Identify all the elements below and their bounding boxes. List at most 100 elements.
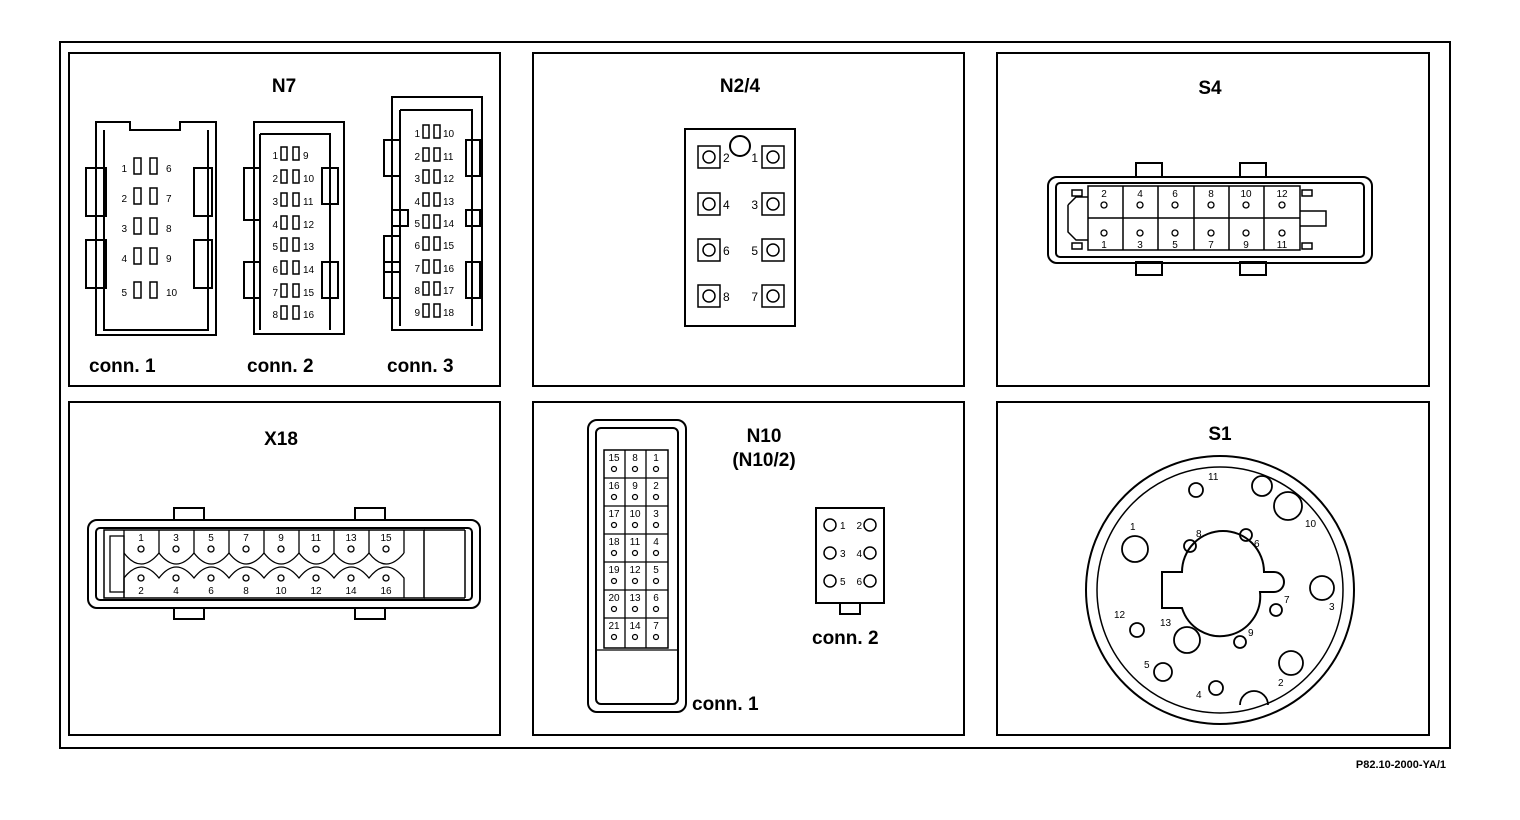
- pin-label: 9: [278, 533, 284, 544]
- pin-label: 4: [856, 549, 862, 560]
- pin-label: 11: [1277, 240, 1288, 251]
- pin-label: 15: [380, 533, 392, 544]
- pin-label: 4: [1196, 690, 1202, 701]
- pin-label: 9: [1243, 240, 1249, 251]
- n7-connector-2: 1 9 2 10 3 11 4 12 5 13 6 14 7 15: [243, 121, 345, 335]
- s1-round-connector: 11 1 10 8 6 7 3 12 13 9 5 4 2: [1085, 455, 1355, 725]
- pin-label: 11: [311, 533, 322, 544]
- pin-contact: [652, 605, 660, 613]
- pin-contact: [652, 521, 660, 529]
- panel-s1: S1 11 1 10 8 6 7 3 12 13 9 5 4: [996, 401, 1430, 736]
- pin-contact: [610, 465, 618, 473]
- pin-label: 19: [608, 565, 620, 576]
- pin-label: 20: [608, 593, 620, 604]
- pin-contact: [631, 465, 639, 473]
- pin-contact: [652, 633, 660, 641]
- pin-label: 8: [632, 453, 638, 464]
- pin-label: 5: [653, 565, 659, 576]
- pin-label: 11: [303, 197, 314, 208]
- pin-label: 1: [138, 533, 144, 544]
- pin-label: 5: [208, 533, 214, 544]
- pin-contact: [631, 577, 639, 585]
- pin-label: 13: [345, 533, 357, 544]
- pin-label: 2: [1101, 189, 1107, 200]
- panel-n2-4: N2/4 2 1 4 3 6 5 8 7: [532, 52, 965, 387]
- pin-label: 7: [243, 533, 249, 544]
- pin-label: 7: [272, 288, 278, 299]
- pin-label: 16: [380, 586, 392, 597]
- pin-contact: [610, 577, 618, 585]
- pin-label: 7: [751, 290, 758, 304]
- pin-contact: [610, 521, 618, 529]
- pin-label: 8: [723, 290, 730, 304]
- pin-label: 11: [630, 537, 641, 548]
- pin-label: 4: [723, 198, 730, 212]
- pin-label: 12: [310, 586, 322, 597]
- n7-connector-3: 1 10 2 11 3 12 4 13 5 14 6 15 7 1: [383, 96, 483, 331]
- pin-label: 10: [1305, 519, 1317, 530]
- pin-label: 12: [303, 220, 315, 231]
- panel-n7: N7 1 6 2 7 3 8 4 9 5 10 conn. 1: [68, 52, 501, 387]
- pin-label: 3: [751, 198, 758, 212]
- pin-label: 3: [173, 533, 179, 544]
- pin-label: 8: [1196, 529, 1202, 540]
- pin-label: 6: [414, 241, 420, 252]
- panel-title: N2/4: [720, 76, 761, 97]
- pin-label: 12: [629, 565, 641, 576]
- connector-caption: conn. 1: [89, 356, 156, 377]
- pin-label: 9: [303, 151, 309, 162]
- pin-label: 13: [443, 197, 455, 208]
- pin-label: 6: [856, 577, 862, 588]
- panel-s4: S4 2 4 6 8 10 12 1 3 5: [996, 52, 1430, 387]
- connector-caption: conn. 2: [812, 628, 879, 649]
- pin-label: 3: [414, 174, 420, 185]
- panel-title: S1: [1208, 424, 1232, 445]
- pin-label: 1: [1130, 522, 1136, 533]
- pin-label: 6: [208, 586, 214, 597]
- pin-label: 5: [121, 288, 127, 299]
- pin-label: 7: [1284, 595, 1290, 606]
- pin-label: 10: [275, 586, 287, 597]
- pin-label: 6: [723, 244, 730, 258]
- panel-subtitle: (N10/2): [732, 450, 795, 471]
- pin-label: 2: [653, 481, 659, 492]
- x18-connector: 1 3 5 7 9 11 13 15 2 4 6 8 10 12 14 16: [87, 507, 481, 620]
- pin-label: 12: [1114, 610, 1126, 621]
- pin-label: 5: [272, 242, 278, 253]
- pin-label: 5: [751, 244, 758, 258]
- pin-label: 21: [608, 621, 620, 632]
- panel-title: N7: [272, 76, 296, 97]
- pin-label: 1: [653, 453, 659, 464]
- pin-label: 12: [1276, 189, 1288, 200]
- pin-label: 6: [1172, 189, 1178, 200]
- s4-connector: 2 4 6 8 10 12 1 3 5 7 9 11: [1047, 162, 1373, 276]
- pin-label: 1: [414, 129, 420, 140]
- pin-label: 13: [1160, 618, 1172, 629]
- pin-label: 9: [1248, 628, 1254, 639]
- pin-label: 7: [166, 194, 172, 205]
- pin-label: 6: [272, 265, 278, 276]
- pin-label: 5: [840, 577, 846, 588]
- pin-label: 16: [443, 264, 455, 275]
- panel-title: S4: [1198, 78, 1222, 99]
- pin-label: 2: [414, 152, 420, 163]
- pin-label: 14: [443, 219, 455, 230]
- pin-label: 15: [608, 453, 620, 464]
- pin-label: 8: [414, 286, 420, 297]
- pin-contact: [631, 605, 639, 613]
- pin-label: 10: [166, 288, 178, 299]
- pin-label: 14: [345, 586, 357, 597]
- pin-contact: [631, 633, 639, 641]
- pin-label: 1: [1101, 240, 1107, 251]
- pin-contact: [652, 549, 660, 557]
- pin-label: 8: [243, 586, 249, 597]
- pin-label: 15: [443, 241, 455, 252]
- pin-label: 2: [138, 586, 144, 597]
- pin-label: 2: [121, 194, 127, 205]
- pin-label: 2: [1278, 678, 1284, 689]
- pin-label: 4: [121, 254, 127, 265]
- pin-label: 16: [303, 310, 315, 321]
- pin-label: 1: [272, 151, 278, 162]
